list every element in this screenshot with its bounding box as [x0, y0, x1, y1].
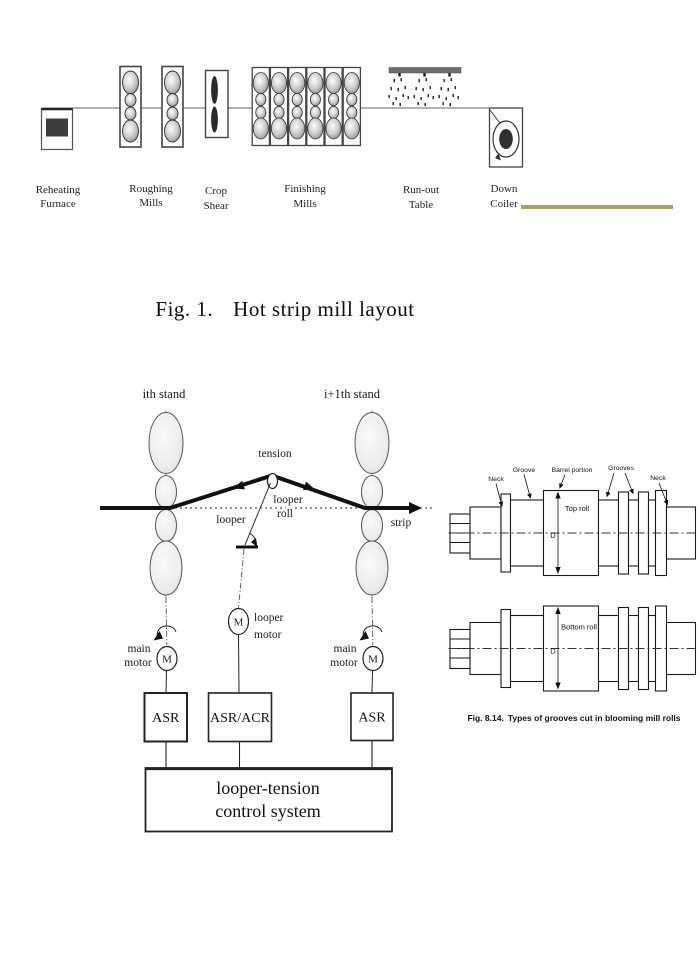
roughing-mills	[119, 65, 184, 148]
fig3-caption-text: Types of grooves cut in blooming mill ro…	[507, 713, 681, 723]
reheating-furnace	[40, 107, 74, 151]
top-roll: Top roll D	[448, 489, 697, 577]
label-looper: looper	[216, 514, 246, 526]
label-finishing-mills-2: Mills	[293, 198, 316, 210]
control-system-box: looper-tension control system	[144, 767, 393, 833]
roll-callouts: Neck Groove Barrel portion Grooves Neck	[488, 465, 669, 507]
mill-stand-left	[148, 410, 184, 597]
looper-motor-m: M	[234, 617, 244, 629]
asr-left-label: ASR	[152, 711, 180, 726]
main-motor-left: M	[153, 596, 178, 694]
label-main-motor-right-2: motor	[330, 657, 358, 669]
label-neck-left: Neck	[488, 476, 504, 483]
fig1-caption-number: Fig. 1.	[155, 297, 214, 321]
label-looper-roll-1: looper	[273, 494, 303, 506]
top-roll-label: Top roll	[565, 504, 590, 513]
run-out-table	[388, 67, 462, 107]
bottom-roll-dim: D	[550, 647, 556, 656]
fig3-caption-number: Fig. 8.14.	[467, 713, 504, 723]
bottom-roll: Bottom roll D	[448, 605, 697, 692]
asr-box-left: ASR	[143, 692, 188, 743]
down-coiler	[488, 107, 524, 168]
finishing-mills	[251, 66, 362, 147]
main-motor-left-m: M	[162, 654, 172, 666]
label-runout-table-2: Table	[409, 199, 433, 211]
fig1-caption-title: Hot strip mill layout	[233, 297, 415, 321]
main-motor-right: M	[359, 596, 384, 694]
label-reheating-furnace-1: Reheating	[36, 184, 81, 196]
label-ith-stand: ith stand	[143, 387, 186, 401]
label-runout-table-1: Run-out	[403, 184, 439, 196]
bottom-roll-label: Bottom roll	[561, 623, 597, 632]
label-groove: Groove	[513, 467, 536, 474]
label-crop-shear-1: Crop	[205, 185, 228, 197]
label-tension: tension	[258, 448, 291, 460]
asr-right-label: ASR	[358, 711, 386, 726]
hot-strip-mill-diagram: Reheating Furnace Roughing Mills Crop Sh…	[36, 65, 524, 212]
fig3-caption: Fig. 8.14.Types of grooves cut in bloomi…	[448, 713, 700, 723]
label-finishing-mills-1: Finishing	[284, 183, 326, 195]
looper-motor: M	[227, 548, 250, 694]
top-roll-dim: D	[550, 531, 556, 540]
label-crop-shear-2: Shear	[203, 200, 228, 212]
label-reheating-furnace-2: Furnace	[40, 198, 76, 210]
control-box-line2: control system	[215, 801, 321, 821]
main-motor-right-m: M	[368, 654, 378, 666]
control-box-line1: looper-tension	[216, 778, 320, 798]
label-looper-roll-2: roll	[277, 508, 293, 520]
looper-tension-diagram: ith stand i+1th stand	[100, 387, 432, 833]
mill-stand-right	[354, 410, 390, 597]
blooming-mill-rolls-diagram: Top roll D Neck Groove Barrel portion Gr…	[448, 465, 697, 692]
label-main-motor-right-1: main	[334, 643, 357, 655]
label-strip: strip	[391, 517, 412, 529]
label-main-motor-left-2: motor	[124, 657, 152, 669]
label-neck-right: Neck	[650, 475, 666, 482]
asr-acr-label: ASR/ACR	[210, 711, 271, 726]
label-main-motor-left-1: main	[128, 643, 151, 655]
fig1-caption: Fig. 1. Hot strip mill layout	[120, 297, 450, 322]
label-looper-motor-2: motor	[254, 629, 282, 641]
looper-arm	[236, 482, 271, 549]
crop-shear	[204, 69, 229, 139]
asr-box-right: ASR	[350, 692, 394, 742]
accent-underline	[521, 205, 673, 209]
label-barrel-portion: Barrel portion	[552, 467, 593, 474]
label-down-coiler-2: Coiler	[490, 198, 518, 210]
asr-acr-box: ASR/ACR	[207, 692, 273, 743]
label-down-coiler-1: Down	[491, 183, 518, 195]
label-roughing-mills-1: Roughing	[129, 183, 173, 195]
label-roughing-mills-2: Mills	[139, 197, 162, 209]
label-looper-motor-1: looper	[254, 612, 284, 624]
label-i1th-stand: i+1th stand	[324, 387, 381, 401]
label-grooves: Grooves	[608, 465, 634, 472]
